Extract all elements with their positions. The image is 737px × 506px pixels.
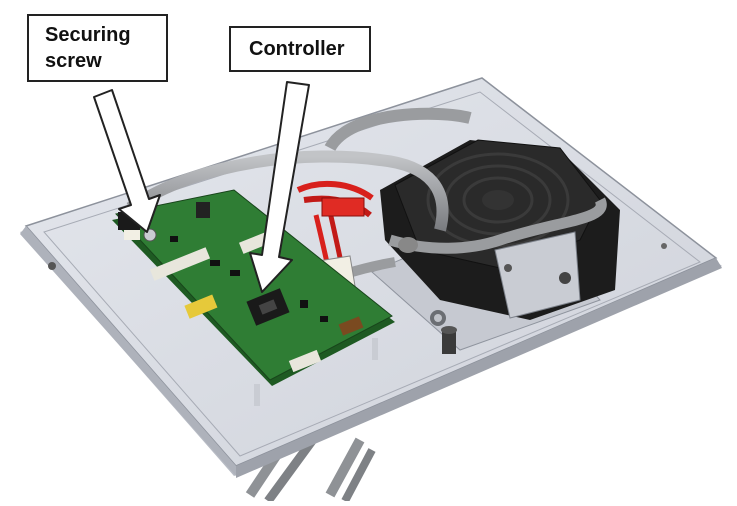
controller-callout: Controller (229, 26, 371, 72)
securing-screw-callout: Securing screw (27, 14, 168, 82)
securing-screw-label-line2: screw (45, 50, 102, 72)
arrow-securing-screw (93, 89, 161, 233)
controller-pcb (112, 189, 395, 406)
arrow-controller (249, 81, 310, 293)
controller-label: Controller (249, 38, 345, 60)
standoff-bolt (441, 326, 457, 354)
securing-screw-label-line1: Securing (45, 24, 131, 46)
